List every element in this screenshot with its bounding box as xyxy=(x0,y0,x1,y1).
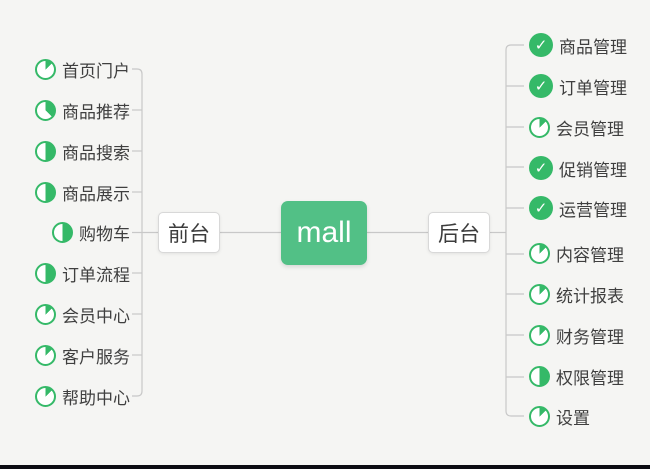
progress-icon xyxy=(529,283,550,305)
progress-icon xyxy=(35,181,56,203)
progress-icon xyxy=(35,262,56,284)
mindmap-item[interactable]: 统计报表 xyxy=(529,282,624,306)
item-label: 商品展示 xyxy=(62,184,130,204)
item-label: 会员中心 xyxy=(62,306,130,326)
progress-icon xyxy=(529,116,550,138)
mindmap-item[interactable]: 会员管理 xyxy=(529,115,624,139)
mindmap-item[interactable]: 商品展示 xyxy=(35,180,130,204)
item-label: 权限管理 xyxy=(556,368,624,388)
mindmap-item[interactable]: 帮助中心 xyxy=(35,384,130,408)
check-icon: ✓ xyxy=(529,74,553,98)
item-label: 商品搜索 xyxy=(62,143,130,163)
item-label: 会员管理 xyxy=(556,119,624,139)
item-label: 购物车 xyxy=(79,224,130,244)
mindmap-item[interactable]: ✓ 订单管理 xyxy=(529,74,627,98)
progress-icon xyxy=(35,99,56,121)
item-label: 财务管理 xyxy=(556,327,624,347)
mindmap-item[interactable]: 客户服务 xyxy=(35,343,130,367)
item-label: 客户服务 xyxy=(62,347,130,367)
item-label: 运营管理 xyxy=(559,200,627,220)
mindmap-item[interactable]: 内容管理 xyxy=(529,241,624,265)
item-label: 订单流程 xyxy=(62,265,130,285)
item-label: 订单管理 xyxy=(559,78,627,98)
progress-icon xyxy=(35,58,56,80)
mindmap-item[interactable]: 商品搜索 xyxy=(35,139,130,163)
mindmap-item[interactable]: 首页门户 xyxy=(35,57,130,81)
item-label: 商品推荐 xyxy=(62,102,130,122)
mindmap-item[interactable]: 权限管理 xyxy=(529,364,624,388)
item-label: 内容管理 xyxy=(556,245,624,265)
mindmap-item[interactable]: ✓ 运营管理 xyxy=(529,196,627,220)
mindmap-item[interactable]: ✓ 商品管理 xyxy=(529,33,627,57)
progress-icon xyxy=(35,303,56,325)
progress-icon xyxy=(35,344,56,366)
progress-icon xyxy=(35,385,56,407)
mindmap-item[interactable]: 购物车 xyxy=(52,220,130,244)
mindmap-item[interactable]: 设置 xyxy=(529,404,590,428)
progress-icon xyxy=(529,324,550,346)
mindmap-item[interactable]: 会员中心 xyxy=(35,302,130,326)
root-node[interactable]: mall xyxy=(281,201,367,265)
progress-icon xyxy=(529,405,550,427)
front-branch-node[interactable]: 前台 xyxy=(158,212,220,253)
item-label: 首页门户 xyxy=(62,61,130,81)
check-icon: ✓ xyxy=(529,33,553,57)
item-label: 统计报表 xyxy=(556,286,624,306)
back-branch-node[interactable]: 后台 xyxy=(428,212,490,253)
mindmap-item[interactable]: ✓ 促销管理 xyxy=(529,156,627,180)
progress-icon xyxy=(52,221,73,243)
progress-icon xyxy=(35,140,56,162)
window-bottom-edge xyxy=(0,465,650,469)
check-icon: ✓ xyxy=(529,196,553,220)
mindmap-item[interactable]: 商品推荐 xyxy=(35,98,130,122)
mindmap-item[interactable]: 财务管理 xyxy=(529,323,624,347)
item-label: 商品管理 xyxy=(559,37,627,57)
check-icon: ✓ xyxy=(529,156,553,180)
item-label: 促销管理 xyxy=(559,160,627,180)
mindmap-item[interactable]: 订单流程 xyxy=(35,261,130,285)
item-label: 帮助中心 xyxy=(62,388,130,408)
progress-icon xyxy=(529,365,550,387)
item-label: 设置 xyxy=(556,408,590,428)
progress-icon xyxy=(529,242,550,264)
